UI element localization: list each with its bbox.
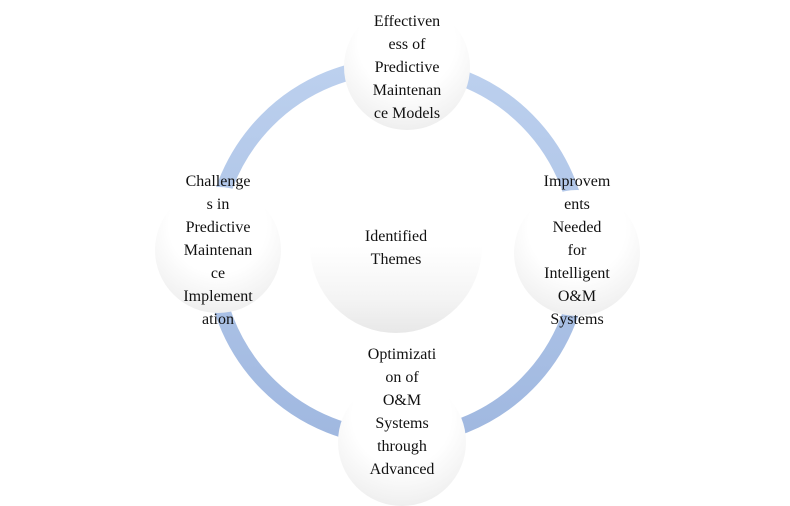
- theme-label-improvements: Improvem ents Needed for Intelligent O&M…: [543, 173, 611, 328]
- center-node: [310, 159, 482, 333]
- theme-node-left: [155, 187, 281, 313]
- theme-label-optimization: Optimizati on of O&M Systems through Adv…: [367, 346, 437, 478]
- theme-label-challenges: Challenge s in Predictive Maintenan ce I…: [183, 173, 253, 328]
- theme-node-top: [344, 4, 470, 130]
- theme-label-effectiveness: Effectiven ess of Predictive Maintenan c…: [372, 13, 442, 122]
- theme-node-right: [514, 190, 640, 316]
- center-label-identified-themes: Identified Themes: [364, 228, 428, 268]
- theme-cycle-diagram: Effectiven ess of Predictive Maintenan c…: [155, 4, 640, 506]
